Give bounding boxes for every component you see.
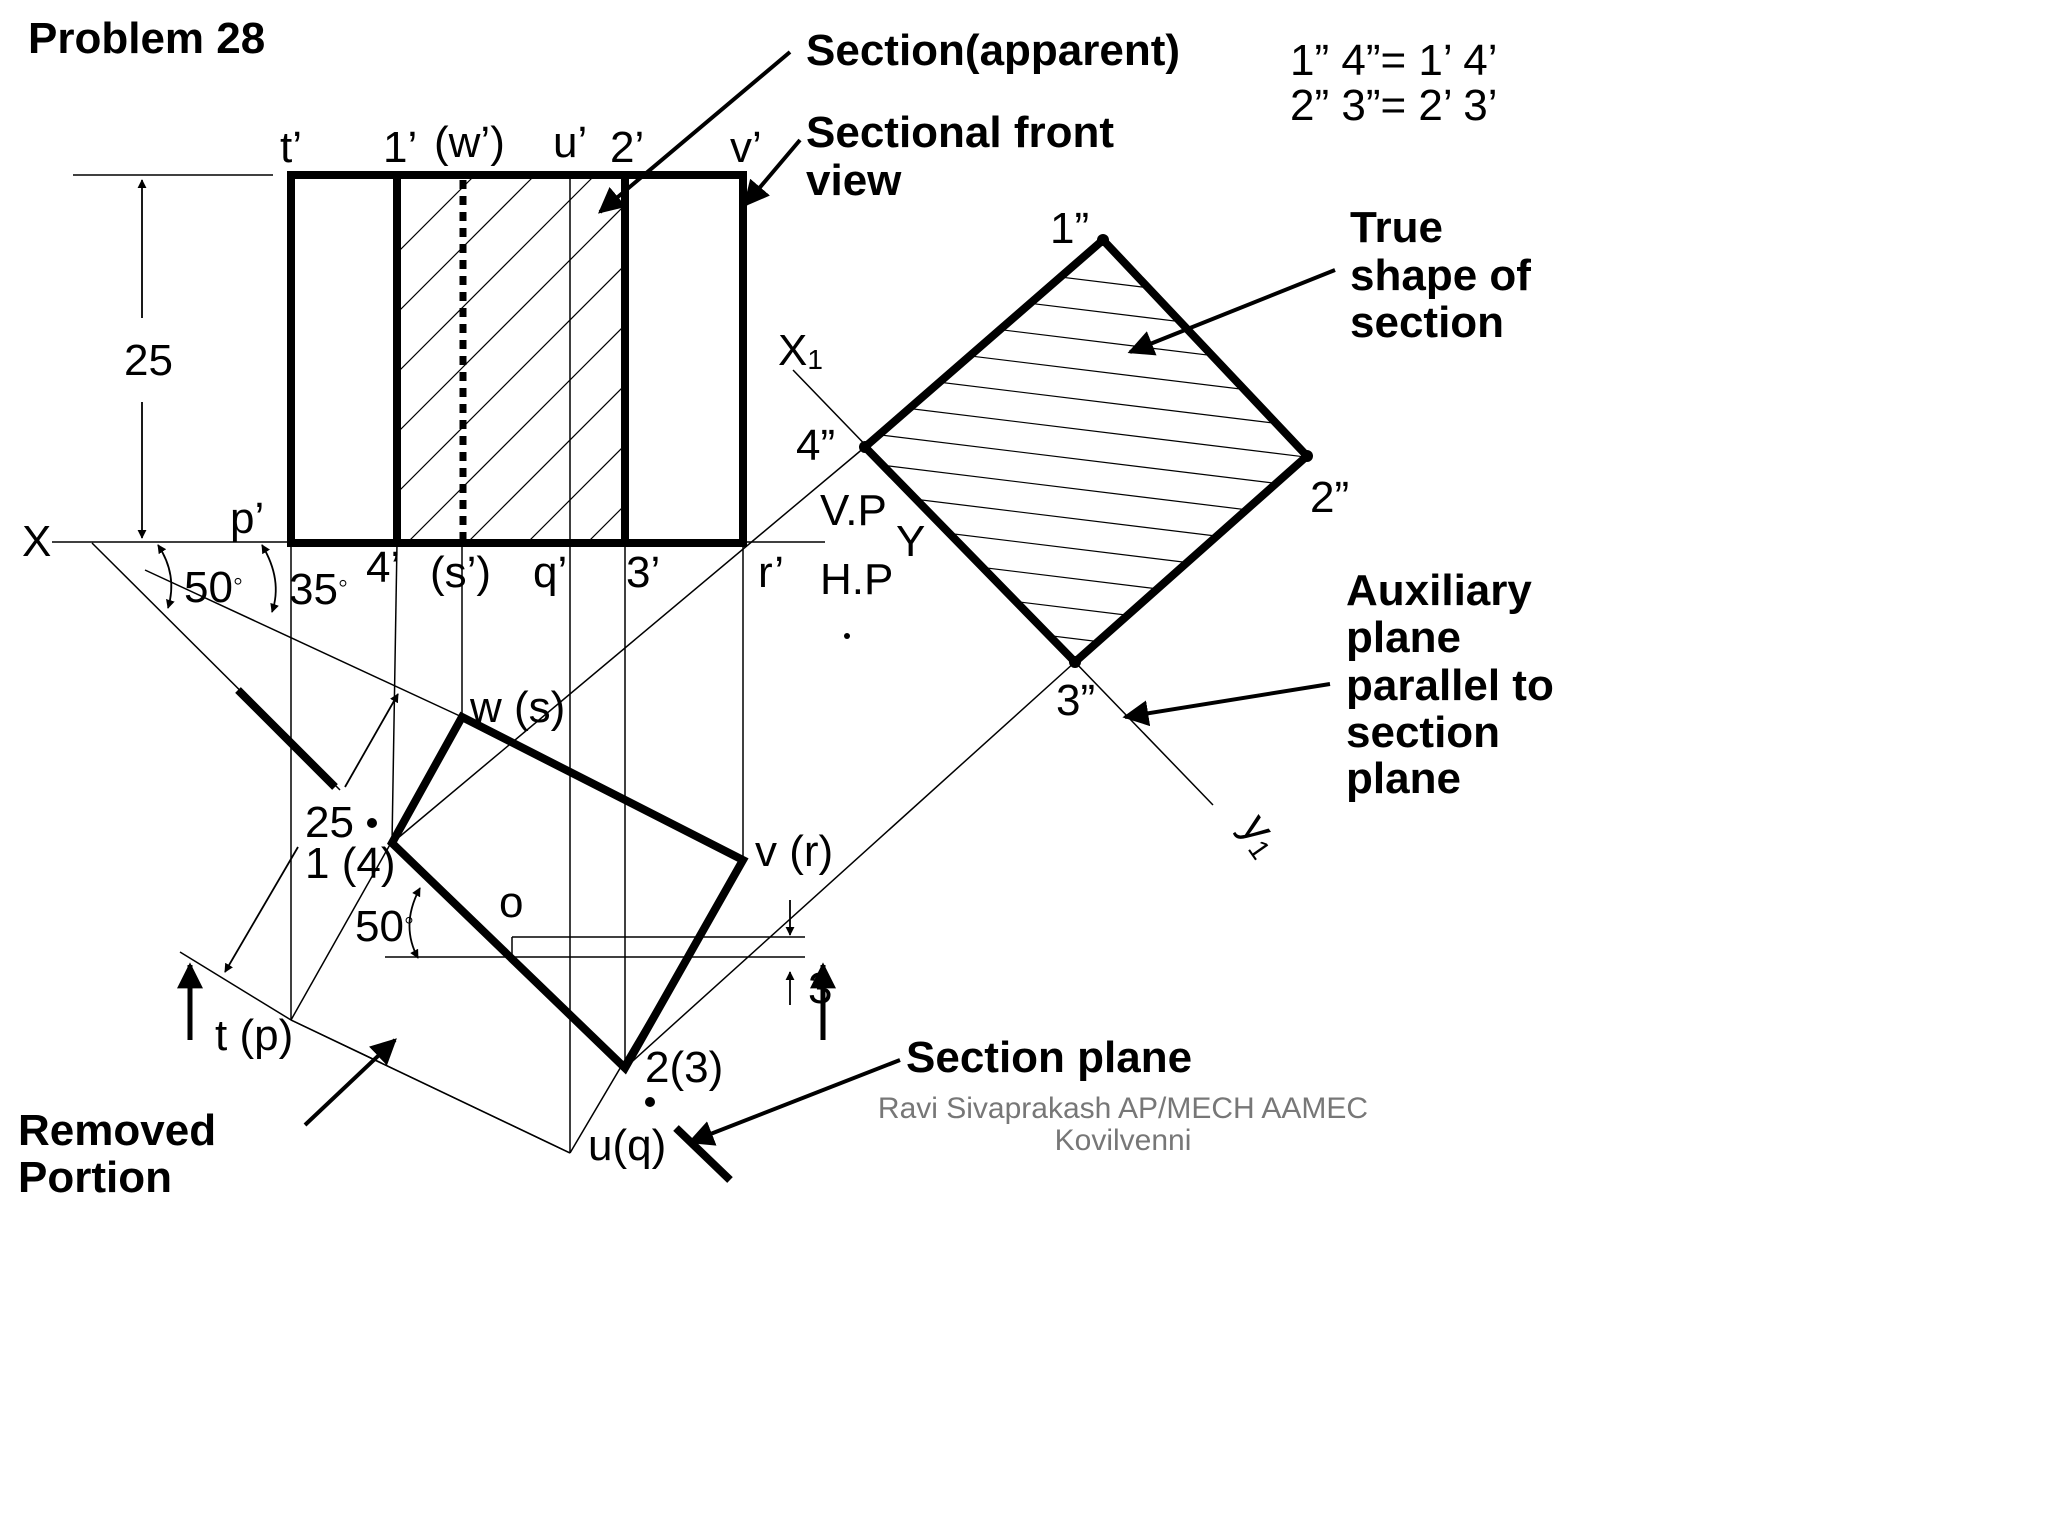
true-shape-line-2: shape of — [1350, 251, 1531, 300]
label-u-dash: u’ — [553, 118, 587, 167]
vp-label: V.P — [820, 486, 887, 535]
construction-lines — [52, 174, 1214, 1154]
notes: 1” 4”= 1’ 4’ 2” 3”= 2’ 3’ — [1290, 36, 1497, 130]
label-2-double: 2” — [1310, 473, 1349, 522]
callout-arrows — [303, 50, 1336, 1146]
label-v-dash: v’ — [730, 123, 762, 172]
section-apparent-arrow — [598, 50, 792, 214]
section-apparent-label: Section(apparent) — [806, 26, 1180, 75]
reference-line-labels: X Y V.P H.P X1 y1 — [22, 326, 1293, 865]
front-view-outline — [287, 171, 747, 547]
removed-portion-line-2: Portion — [18, 1153, 172, 1202]
footer-author: Ravi Sivaprakash AP/MECH AAMEC — [878, 1092, 1368, 1125]
sectional-front-view-line-1: Sectional front — [806, 108, 1114, 157]
problem-title: Problem 28 — [28, 14, 265, 63]
section-plane-strokes — [235, 687, 733, 1183]
footer: Ravi Sivaprakash AP/MECH AAMEC Kovilvenn… — [878, 1092, 1368, 1157]
label-1-4: 1 (4) — [305, 839, 395, 888]
label-2-dash: 2’ — [610, 123, 644, 172]
auxiliary-plane-arrow — [1122, 682, 1331, 727]
true-shape-vertices — [859, 234, 1313, 668]
true-shape-line-3: section — [1350, 298, 1504, 347]
label-1-dash: 1’ — [383, 123, 417, 172]
offset-3-label: 3 — [808, 964, 832, 1013]
label-w-s: w (s) — [469, 683, 565, 732]
label-v-r: v (r) — [755, 827, 833, 876]
label-t-dash: t’ — [280, 123, 302, 172]
offset-25-label: 25 — [305, 798, 354, 847]
label-4-double: 4” — [796, 421, 835, 470]
y-label: Y — [896, 517, 925, 566]
true-shape-labels: 1” 2” 3” 4” — [796, 204, 1349, 725]
front-view-hatching — [397, 175, 625, 543]
label-u-q: u(q) — [588, 1121, 666, 1170]
callout-sectional-front-view: Sectional front view — [806, 108, 1114, 205]
angle-50-bottom-label: 50◦ — [355, 902, 414, 951]
true-shape-outline — [859, 234, 1313, 668]
label-2-3: 2(3) — [645, 1043, 723, 1092]
auxiliary-plane-line-2: plane — [1346, 613, 1461, 662]
true-shape-hatching — [865, 249, 1307, 662]
x-label: X — [22, 517, 51, 566]
x1-label: X1 — [778, 326, 823, 375]
section-plane-arrow — [687, 1058, 901, 1146]
removed-portion-line-1: Removed — [18, 1106, 216, 1155]
label-s-dash: (s’) — [430, 548, 491, 597]
section-plane-label: Section plane — [906, 1033, 1192, 1082]
height-dimension: 25 — [124, 336, 173, 385]
callout-section-apparent: Section(apparent) — [806, 26, 1180, 75]
label-t-p: t (p) — [215, 1011, 293, 1060]
sectional-front-view-line-2: view — [806, 156, 902, 205]
label-3-dash: 3’ — [626, 548, 660, 597]
label-1-double: 1” — [1050, 204, 1089, 253]
true-shape-arrow — [1127, 268, 1336, 356]
auxiliary-plane-line-1: Auxiliary — [1346, 566, 1532, 615]
angle-35-label: 35◦ — [289, 565, 348, 614]
label-w-dash: (w’) — [434, 118, 505, 167]
callout-removed-portion: Removed Portion — [18, 1106, 216, 1202]
dimension-labels: 25 50◦ 35◦ 50◦ 25 3 — [124, 336, 832, 1013]
label-q-dash: q’ — [533, 548, 567, 597]
callout-section-plane: Section plane — [906, 1033, 1192, 1082]
label-p-dash: p’ — [230, 494, 264, 543]
note-line-1: 1” 4”= 1’ 4’ — [1290, 36, 1497, 85]
top-view-labels: w (s) v (r) 1 (4) o t (p) 2(3) u(q) — [215, 683, 833, 1170]
front-view-labels: t’ 1’ (w’) u’ 2’ v’ p’ 4’ (s’) q’ 3’ r’ — [230, 118, 784, 597]
auxiliary-plane-line-3: parallel to — [1346, 661, 1554, 710]
y1-label: y1 — [1230, 805, 1293, 865]
viewing-arrows — [177, 962, 836, 1040]
callout-true-shape: True shape of section — [1350, 203, 1531, 347]
auxiliary-plane-line-5: plane — [1346, 754, 1461, 803]
label-3-double: 3” — [1056, 676, 1095, 725]
sectional-front-view-arrow — [743, 138, 802, 207]
dimension-arrows — [137, 179, 795, 1005]
label-o: o — [499, 878, 523, 927]
auxiliary-plane-line-4: section — [1346, 708, 1500, 757]
removed-portion-arrow — [303, 1038, 397, 1127]
footer-place: Kovilvenni — [1055, 1124, 1192, 1157]
top-view-section-outline — [387, 711, 749, 1075]
callout-auxiliary-plane: Auxiliary plane parallel to section plan… — [1346, 566, 1554, 803]
note-line-2: 2” 3”= 2’ 3’ — [1290, 81, 1497, 130]
label-4-dash: 4’ — [366, 543, 400, 592]
label-r-dash: r’ — [758, 548, 784, 597]
marker-dots — [367, 633, 850, 1107]
hp-label: H.P — [820, 555, 893, 604]
angle-50-label: 50◦ — [184, 563, 243, 612]
true-shape-line-1: True — [1350, 203, 1443, 252]
